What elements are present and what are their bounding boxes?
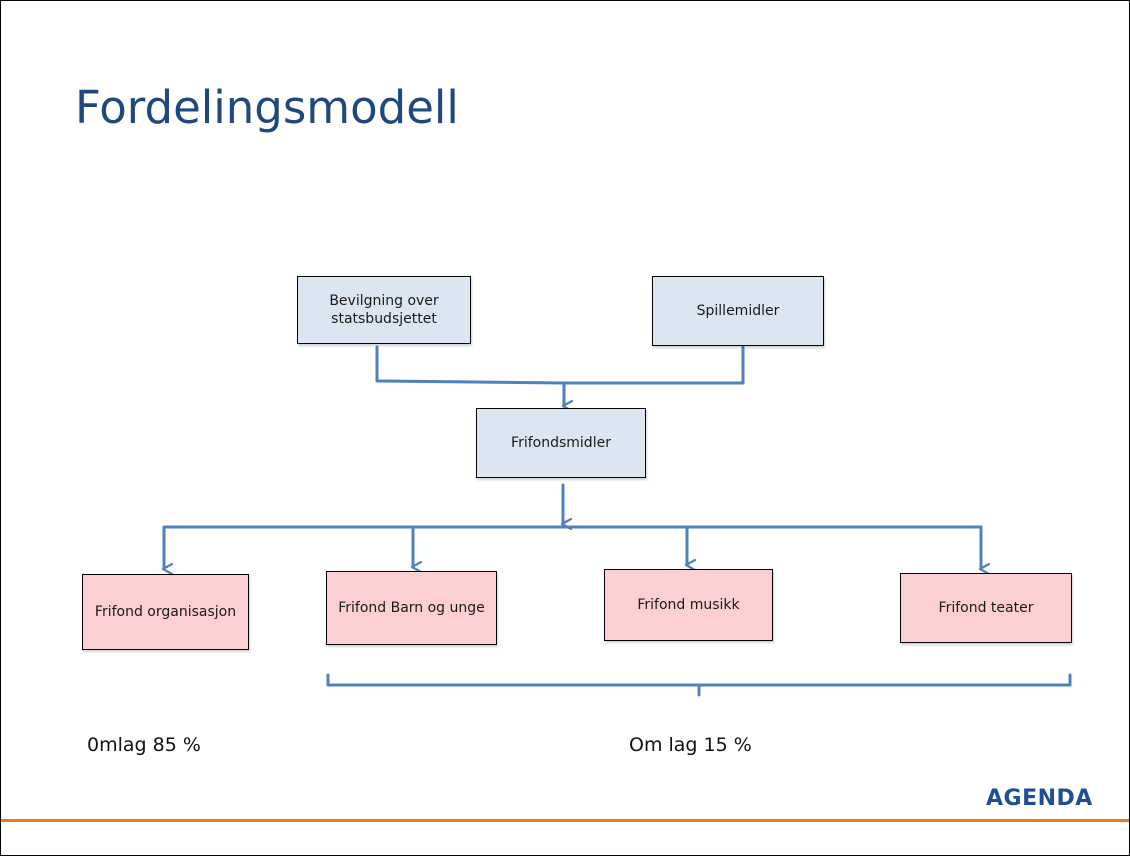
node-spillemidler: Spillemidler (652, 276, 824, 346)
share-label-15: Om lag 15 % (629, 734, 752, 756)
group-brace (326, 673, 1072, 697)
footer-rule (1, 819, 1129, 822)
node-frifond-musikk-label: Frifond musikk (637, 596, 740, 613)
node-frifond-musikk: Frifond musikk (604, 569, 773, 641)
node-frifondsmidler: Frifondsmidler (476, 408, 646, 478)
node-frifond-organisasjon-label: Frifond organisasjon (94, 603, 237, 620)
node-frifond-teater: Frifond teater (900, 573, 1072, 643)
node-frifond-barn-og-unge: Frifond Barn og unge (326, 571, 497, 645)
node-spillemidler-label: Spillemidler (696, 302, 780, 319)
node-bevilgning-label: Bevilgning over statsbudsjettet (329, 292, 439, 327)
share-label-85: 0mlag 85 % (87, 734, 201, 756)
agenda-logo: AGENDA (986, 786, 1093, 811)
node-frifondsmidler-label: Frifondsmidler (511, 434, 611, 451)
connector-bevilgning (375, 345, 566, 385)
node-frifond-teater-label: Frifond teater (938, 599, 1034, 616)
node-bevilgning: Bevilgning over statsbudsjettet (297, 276, 471, 344)
slide-title: Fordelingsmodell (75, 81, 459, 134)
connector-spillemidler (562, 345, 745, 385)
node-frifond-organisasjon: Frifond organisasjon (82, 574, 249, 650)
node-frifond-barn-og-unge-label: Frifond Barn og unge (338, 599, 485, 616)
